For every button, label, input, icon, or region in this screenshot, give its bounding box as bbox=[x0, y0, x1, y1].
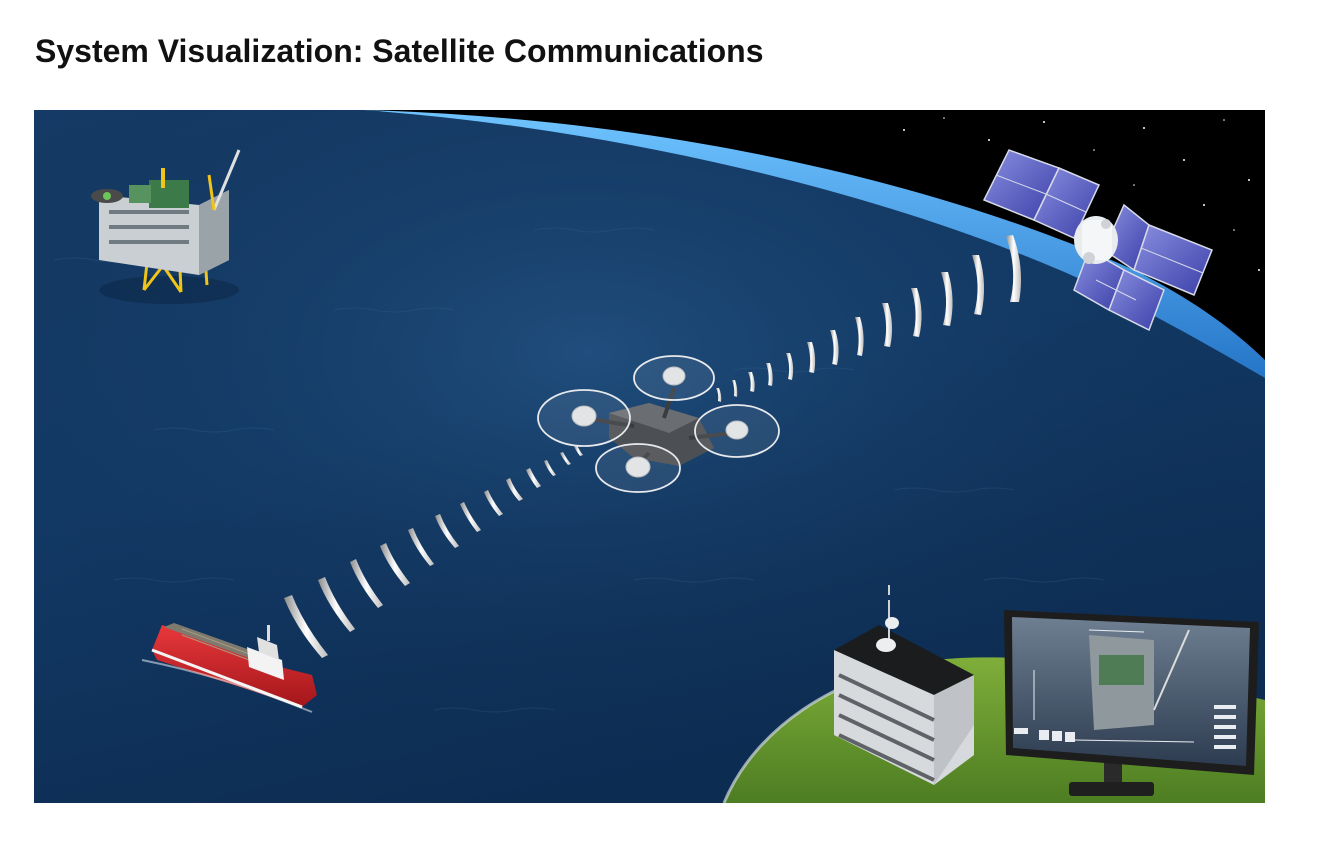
signal-beam-ship-to-drone bbox=[284, 445, 583, 658]
stars bbox=[903, 117, 1260, 271]
drone bbox=[537, 355, 780, 493]
signal-beam-drone-to-satellite bbox=[716, 235, 1021, 402]
page-title: System Visualization: Satellite Communic… bbox=[35, 33, 764, 69]
wave-texture bbox=[53, 227, 1105, 713]
oil-platform bbox=[91, 149, 241, 304]
ground-station-building bbox=[834, 585, 974, 785]
ship bbox=[141, 623, 317, 713]
satellite bbox=[982, 149, 1213, 332]
satellite-comms-illustration bbox=[34, 110, 1265, 803]
satellite-body bbox=[1074, 216, 1118, 264]
monitor-display bbox=[1004, 610, 1259, 796]
